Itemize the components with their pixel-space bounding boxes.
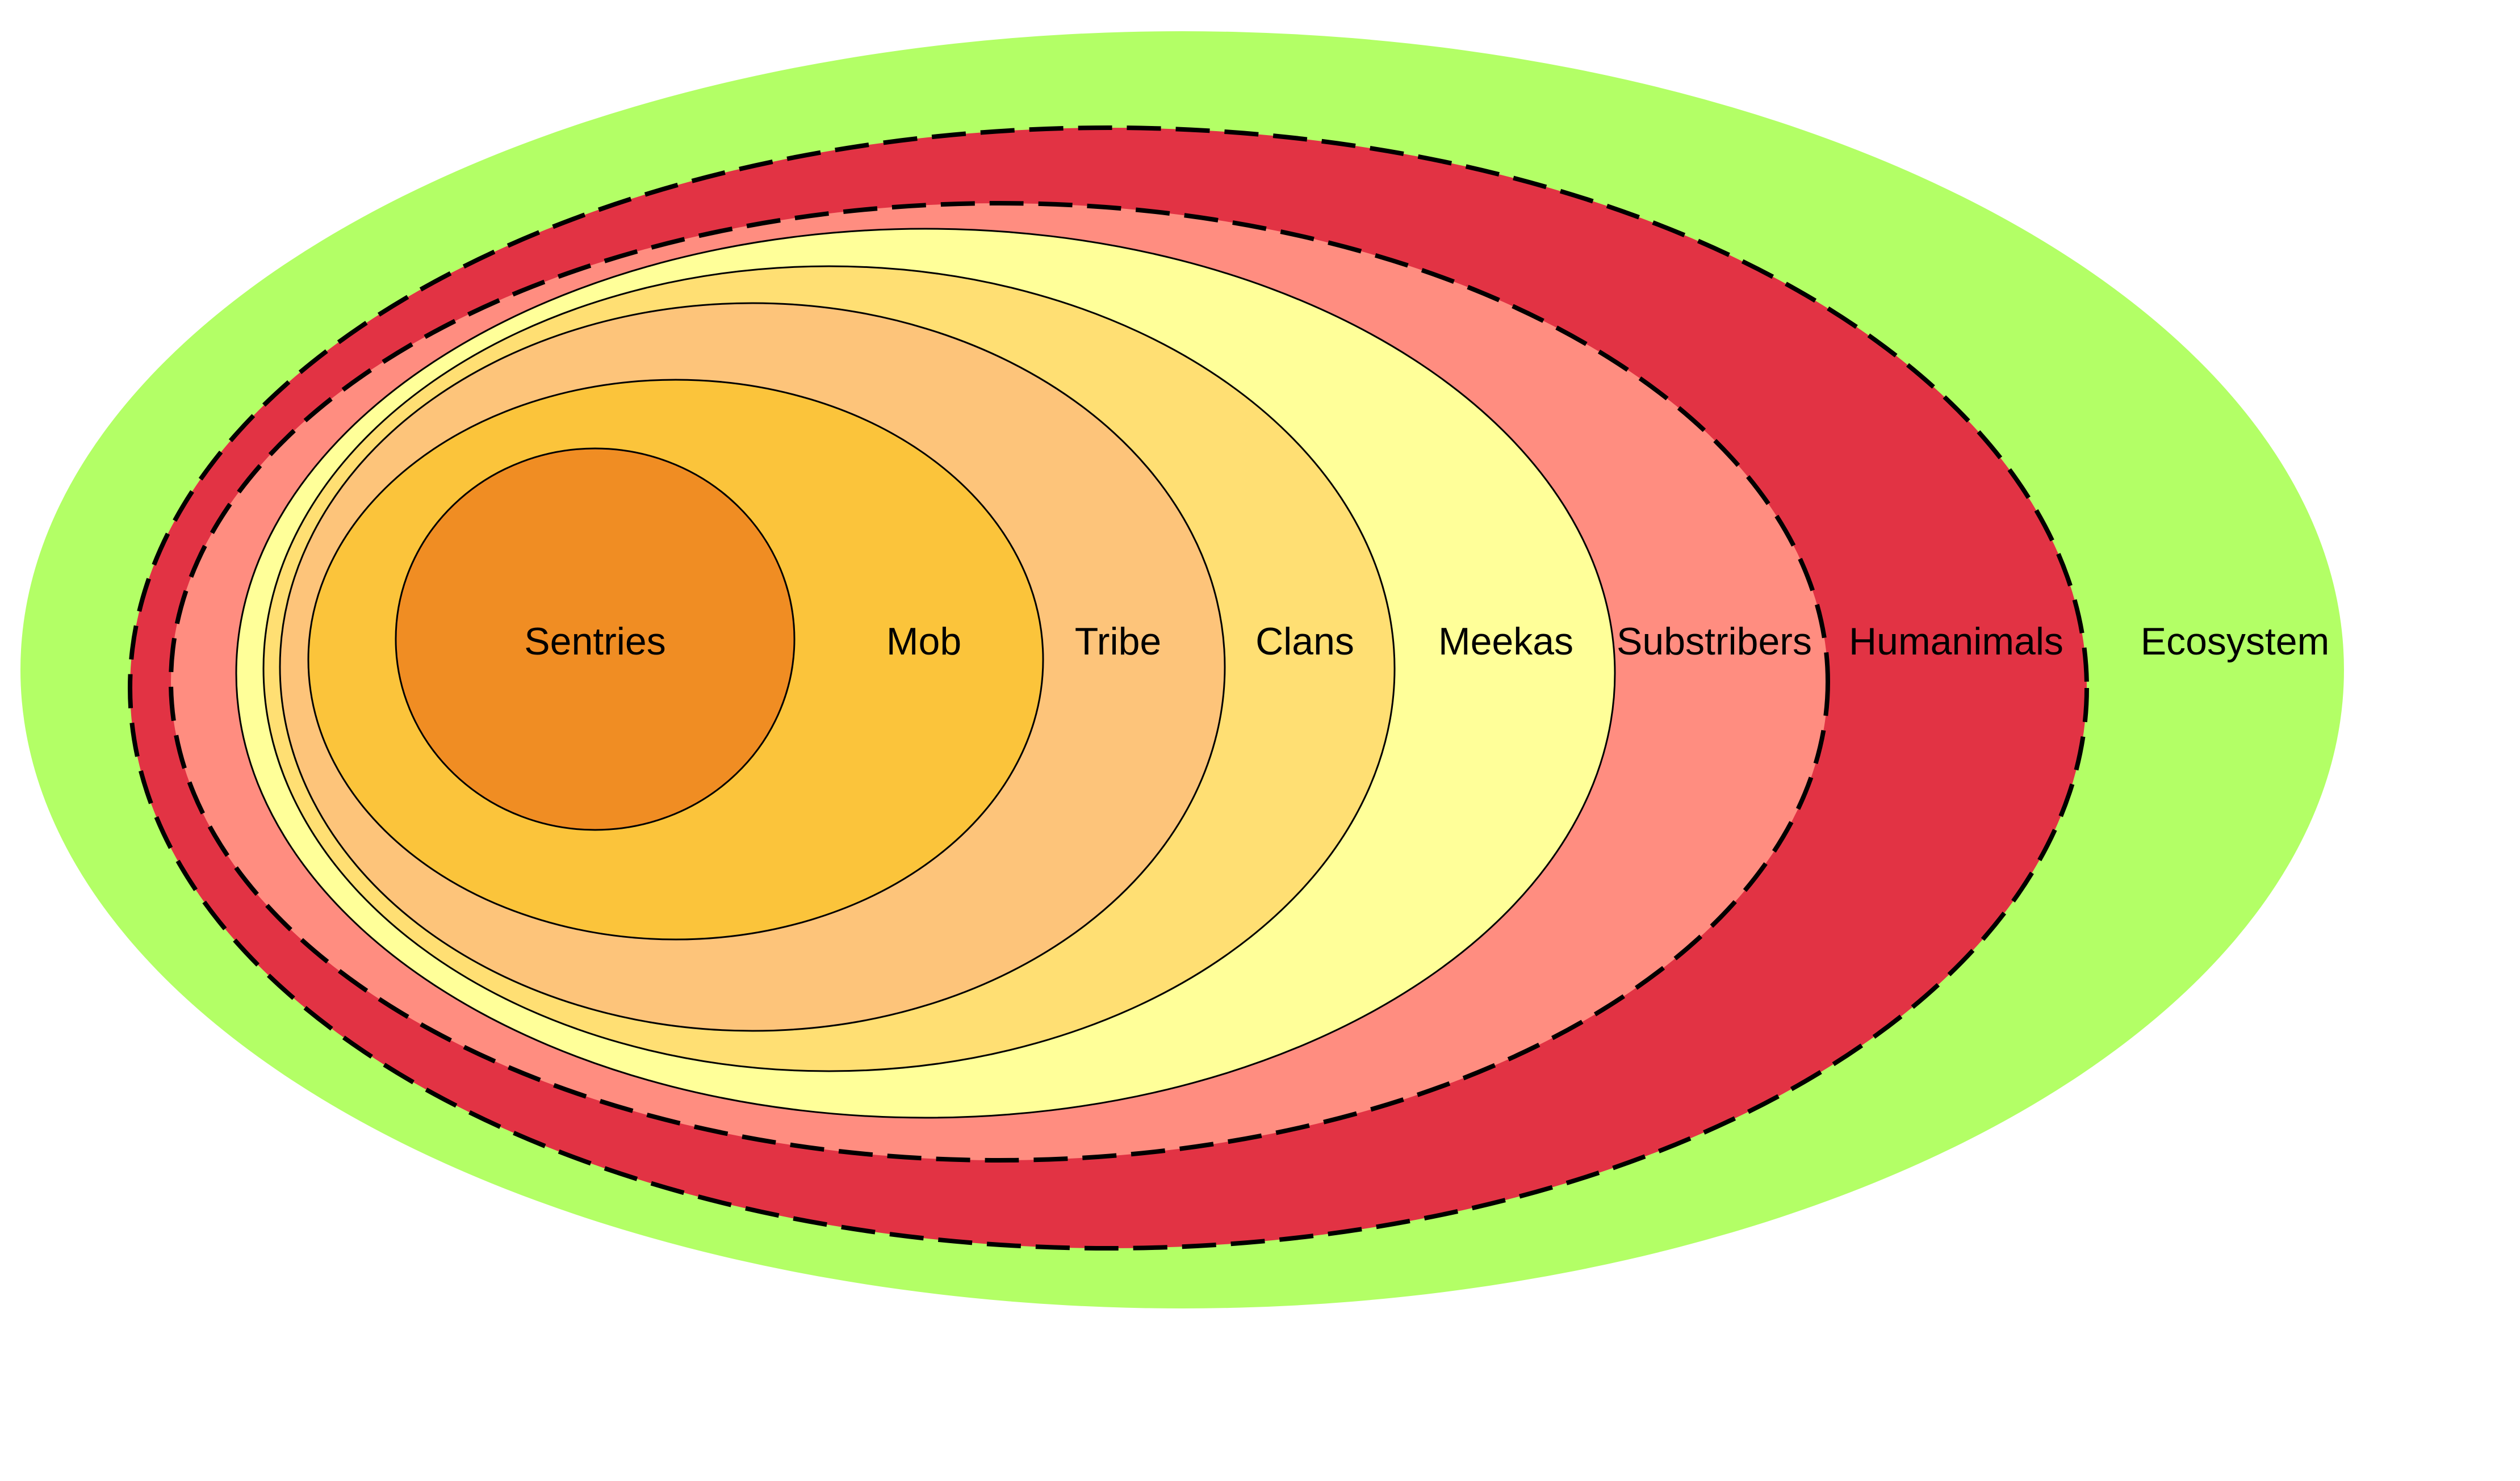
label-sentries: Sentries	[524, 620, 665, 663]
label-mob: Mob	[886, 620, 961, 663]
label-substribers: Substribers	[1617, 620, 1812, 663]
layer-sentries	[395, 447, 796, 831]
label-meekas: Meekas	[1438, 620, 1573, 663]
label-humanimals: Humanimals	[1849, 620, 2063, 663]
ellipse-sentries	[395, 447, 796, 831]
label-tribe: Tribe	[1075, 620, 1161, 663]
label-ecosystem: Ecosystem	[2141, 620, 2330, 663]
label-clans: Clans	[1255, 620, 1354, 663]
